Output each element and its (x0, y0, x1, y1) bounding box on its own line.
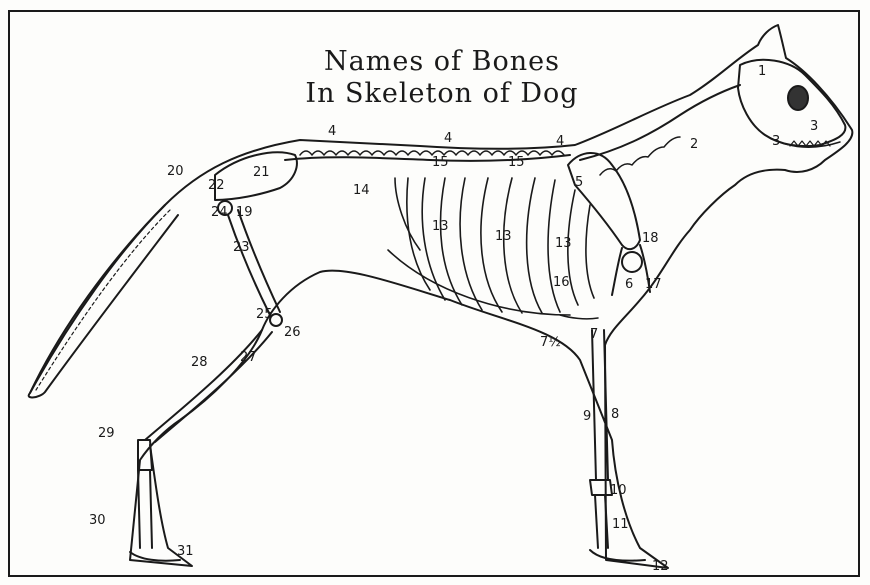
label-7: 7 (590, 327, 598, 342)
label-19: 19 (236, 205, 253, 220)
label-3a: 3 (810, 119, 818, 134)
label-28: 28 (191, 355, 208, 370)
label-27: 27 (240, 350, 257, 365)
label-23: 23 (233, 240, 250, 255)
label-4b: 4 (444, 131, 452, 146)
eye-orbit (788, 86, 808, 110)
femur (228, 210, 280, 315)
label-21: 21 (253, 165, 270, 180)
label-18: 18 (642, 231, 659, 246)
label-26: 26 (284, 325, 301, 340)
label-1: 1 (758, 64, 766, 79)
hind-phalanges (130, 552, 180, 561)
label-9: 9 (583, 409, 591, 424)
label-22: 22 (208, 178, 225, 193)
elbow-joint (622, 252, 642, 272)
label-12: 12 (652, 559, 669, 574)
fore-carpals (590, 480, 612, 495)
label-31: 31 (177, 544, 194, 559)
label-4c: 4 (556, 134, 564, 149)
label-13b: 13 (495, 229, 512, 244)
label-6: 6 (625, 277, 633, 292)
label-16: 16 (553, 275, 570, 290)
label-2: 2 (690, 137, 698, 152)
label-7-half: 7½ (540, 335, 561, 350)
vertebral-column (285, 155, 570, 161)
fore-phalanges (590, 550, 645, 561)
label-13c: 13 (555, 236, 572, 251)
dog-body-outline (30, 25, 852, 568)
dog-tail-outline (29, 205, 178, 397)
label-15a: 15 (432, 155, 449, 170)
label-13a: 13 (432, 219, 449, 234)
label-29: 29 (98, 426, 115, 441)
label-14: 14 (353, 183, 370, 198)
tail-vertebrae (36, 210, 170, 390)
label-24: 24 (211, 205, 228, 220)
label-15b: 15 (508, 155, 525, 170)
label-25: 25 (256, 307, 273, 322)
label-11: 11 (612, 517, 629, 532)
label-17: 17 (645, 277, 662, 292)
scapula (568, 153, 640, 249)
cervical-vertebrae (580, 85, 740, 160)
label-20: 20 (167, 164, 184, 179)
label-8: 8 (611, 407, 619, 422)
label-5: 5 (575, 175, 583, 190)
label-30: 30 (89, 513, 106, 528)
label-4a: 4 (328, 124, 336, 139)
cervical-vertebrae-lower (600, 137, 680, 175)
hind-metatarsals (138, 470, 152, 548)
label-3b: 3 (772, 134, 780, 149)
label-10: 10 (610, 483, 627, 498)
